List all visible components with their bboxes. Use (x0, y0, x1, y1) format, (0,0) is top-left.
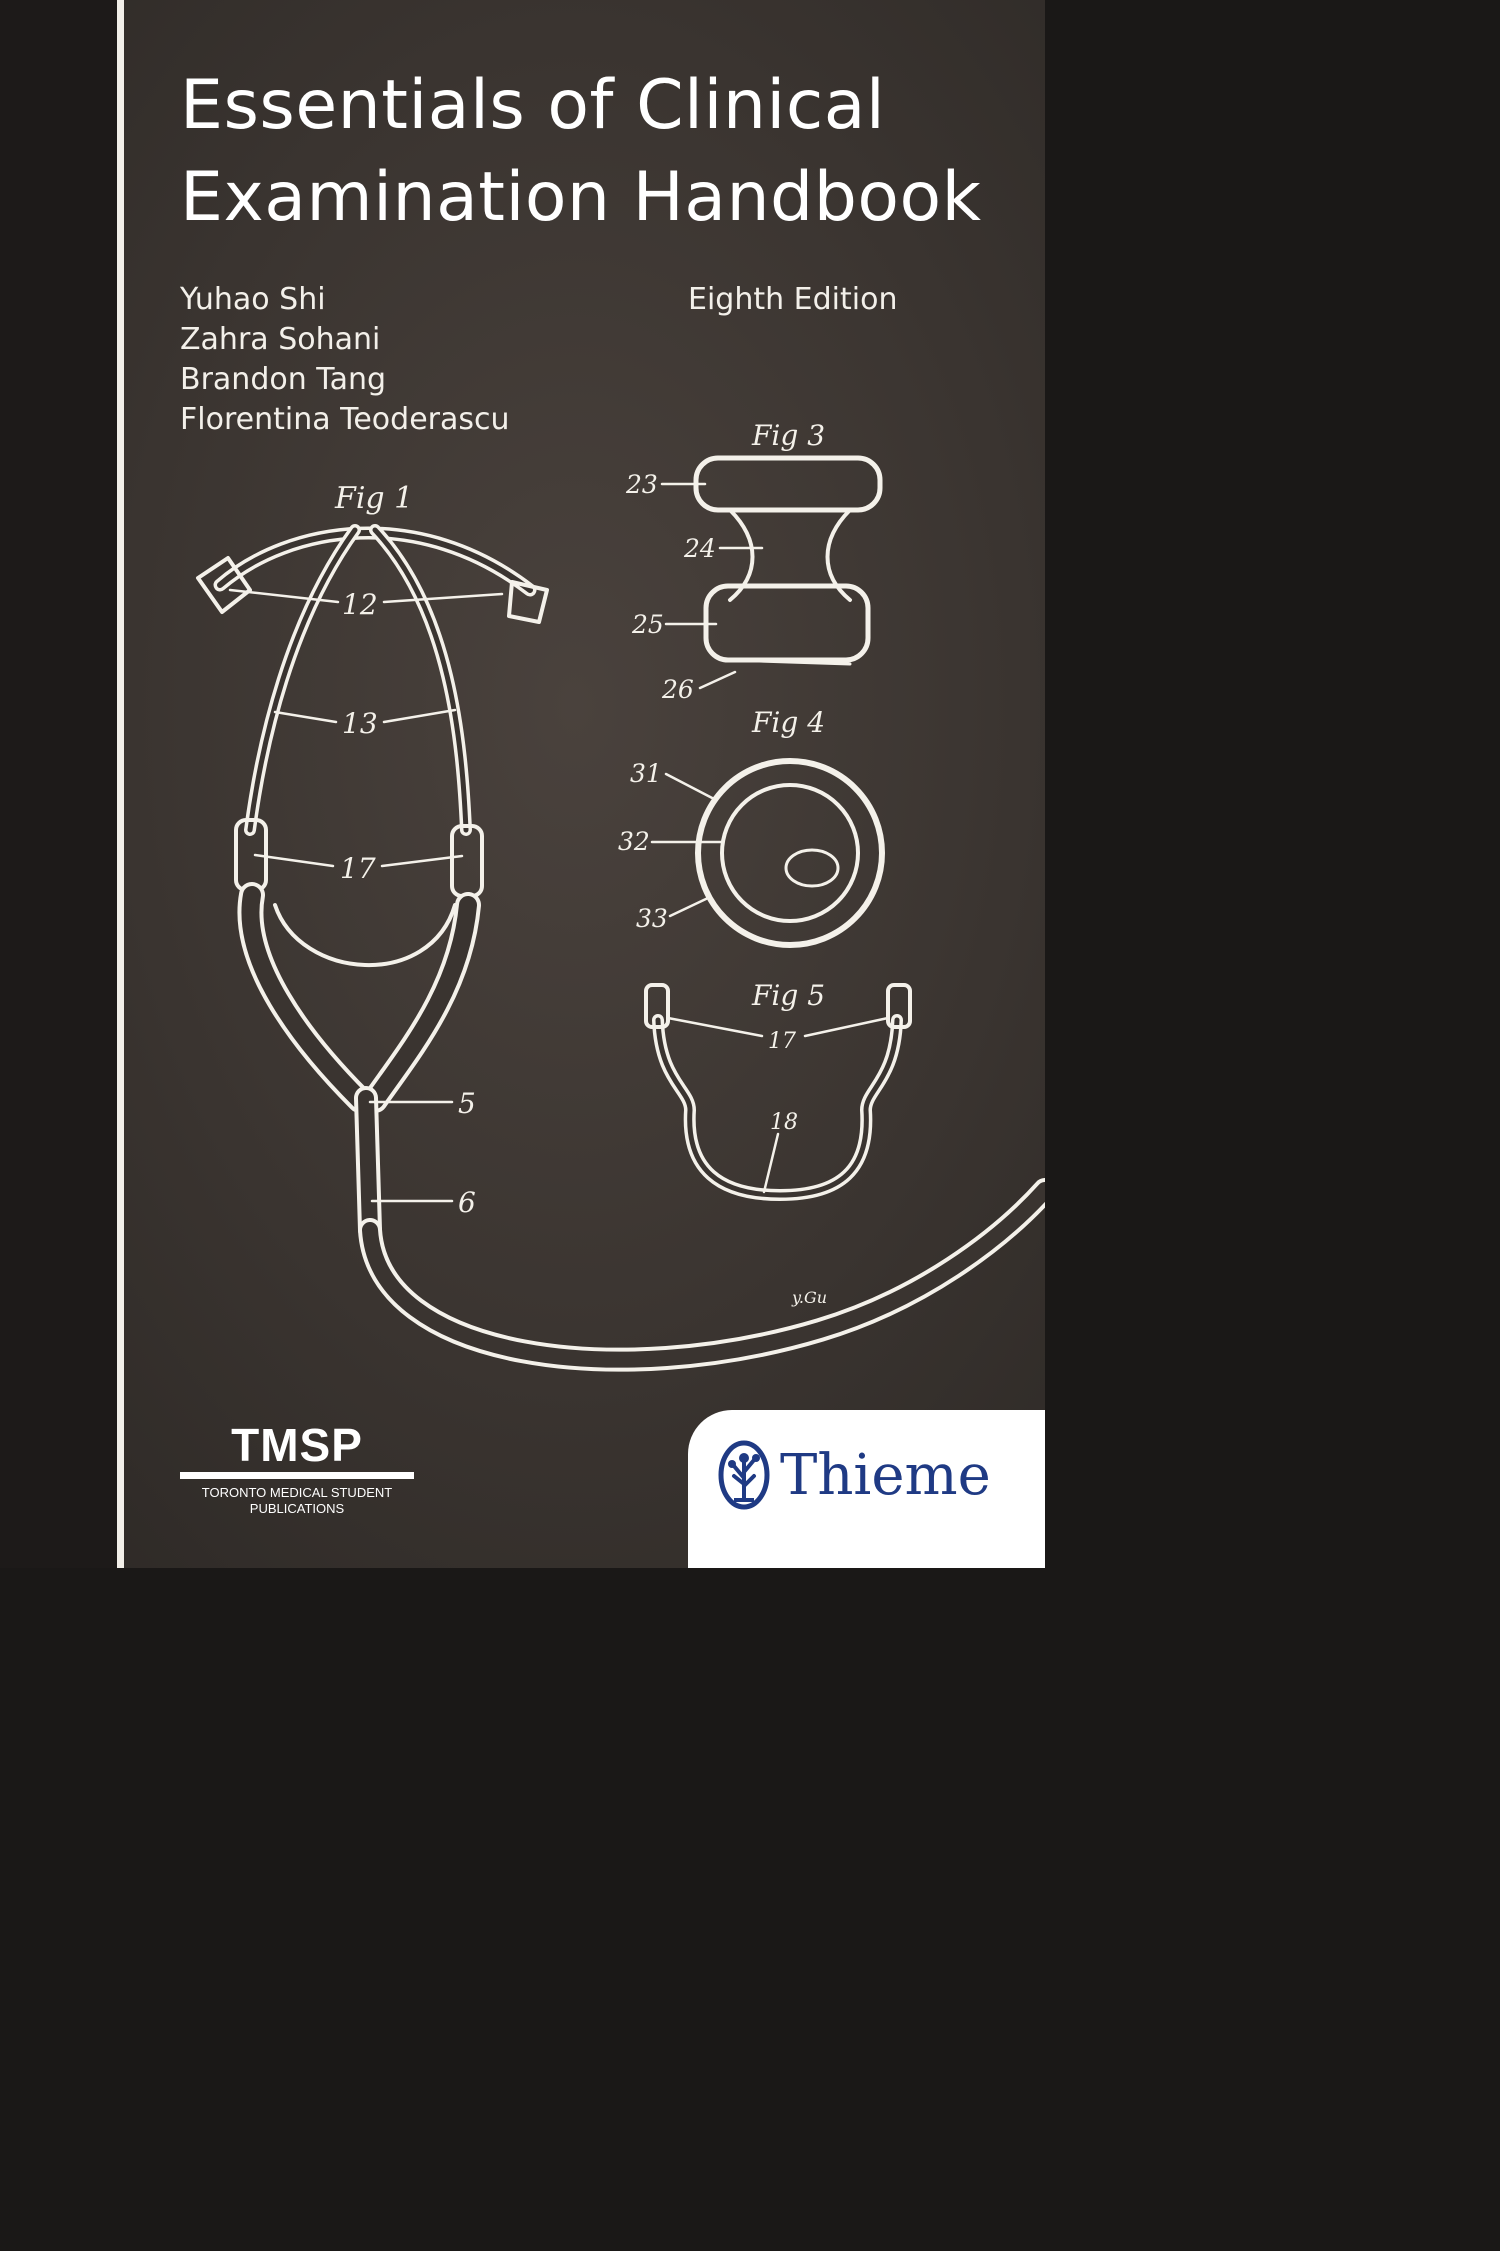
callout-24: 24 (683, 534, 716, 563)
callout-6: 6 (458, 1186, 476, 1219)
fig1-stethoscope (196, 524, 1045, 1372)
callout-5: 5 (458, 1087, 476, 1120)
artist-signature: y.Gu (791, 1288, 827, 1307)
callout-25: 25 (631, 610, 664, 639)
publisher-panel: Thieme (688, 1410, 1045, 1568)
callout-26: 26 (661, 675, 694, 704)
tmsp-rule (180, 1472, 414, 1479)
tmsp-wordmark: TMSP (231, 1419, 363, 1471)
stethoscope-illustration: Fig 1 Fig 3 Fig 4 Fig 5 12 13 17 5 6 23 … (196, 419, 1045, 1372)
callout-32: 32 (618, 827, 650, 856)
callout-13: 13 (342, 707, 378, 740)
spine-edge (117, 0, 124, 1568)
fig4-label: Fig 4 (751, 706, 825, 739)
callout-23: 23 (625, 470, 658, 499)
edition-label: Eighth Edition (688, 282, 898, 317)
callout-12: 12 (342, 588, 378, 621)
author-name: Zahra Sohani (180, 322, 381, 357)
fig5-callout-18: 18 (770, 1110, 798, 1135)
fig5-label: Fig 5 (751, 979, 825, 1012)
author-list: Yuhao Shi Zahra Sohani Brandon Tang Flor… (180, 280, 510, 440)
book-title: Essentials of Clinical Examination Handb… (180, 60, 981, 244)
tmsp-subtitle-line-1: TORONTO MEDICAL STUDENT (201, 1485, 393, 1500)
callout-17: 17 (340, 852, 376, 885)
author-name: Brandon Tang (180, 362, 387, 397)
title-line-1: Essentials of Clinical (180, 66, 886, 145)
title-line-2: Examination Handbook (180, 158, 982, 237)
spine (0, 0, 117, 1568)
tmsp-logo: TMSP TORONTO MEDICAL STUDENT PUBLICATION… (180, 1420, 414, 1517)
author-name: Florentina Teoderascu (180, 402, 510, 437)
fig3-earpiece (660, 455, 883, 690)
book-cover: Fig 1 Fig 3 Fig 4 Fig 5 12 13 17 5 6 23 … (0, 0, 1045, 1568)
fig5-callout-17: 17 (768, 1029, 796, 1054)
author-name: Yuhao Shi (180, 282, 326, 317)
publisher-name: Thieme (780, 1443, 991, 1508)
tmsp-subtitle-line-2: PUBLICATIONS (249, 1501, 345, 1516)
callout-33: 33 (636, 904, 668, 933)
fig5-spring (644, 983, 912, 1201)
fig3-label: Fig 3 (751, 419, 825, 452)
callout-31: 31 (630, 759, 662, 788)
thieme-tree-icon (718, 1440, 770, 1510)
fig4-diaphragm (650, 758, 885, 948)
fig1-label: Fig 1 (334, 481, 413, 516)
